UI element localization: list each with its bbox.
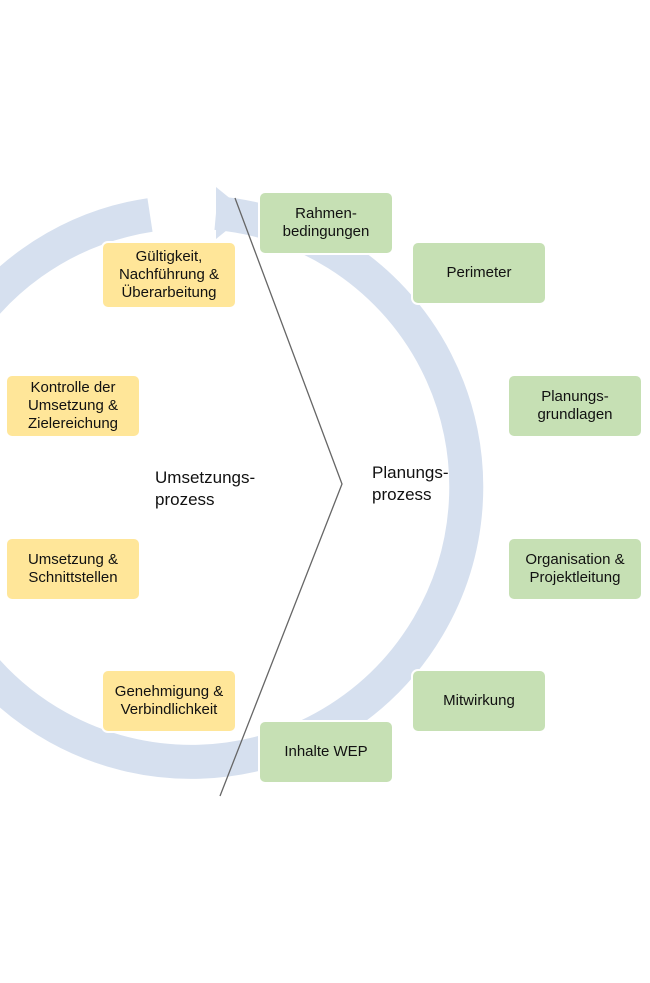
step-rahmenbedingungen: Rahmen- bedingungen [258, 191, 394, 255]
cycle-ring [0, 196, 484, 779]
implementation-process-label: Umsetzungs- prozess [155, 468, 256, 509]
step-perimeter: Perimeter [411, 241, 547, 305]
phase-divider [219, 197, 343, 797]
planning-process-label: Planungs- prozess [372, 463, 449, 504]
step-kontrolle-umsetzung: Kontrolle der Umsetzung & Zielereichung [5, 374, 141, 438]
step-inhalte-wep: Inhalte WEP [258, 720, 394, 784]
step-planungsgrundlagen: Planungs- grundlagen [507, 374, 643, 438]
step-gueltigkeit-ueberarbeitung: Gültigkeit, Nachführung & Überarbeitung [101, 241, 237, 309]
cycle-arrowhead-icon [216, 187, 248, 239]
step-genehmigung-verbindlichkeit: Genehmigung & Verbindlichkeit [101, 669, 237, 733]
step-organisation-projektleitung: Organisation & Projektleitung [507, 537, 643, 601]
step-mitwirkung: Mitwirkung [411, 669, 547, 733]
step-umsetzung-schnittstellen: Umsetzung & Schnittstellen [5, 537, 141, 601]
